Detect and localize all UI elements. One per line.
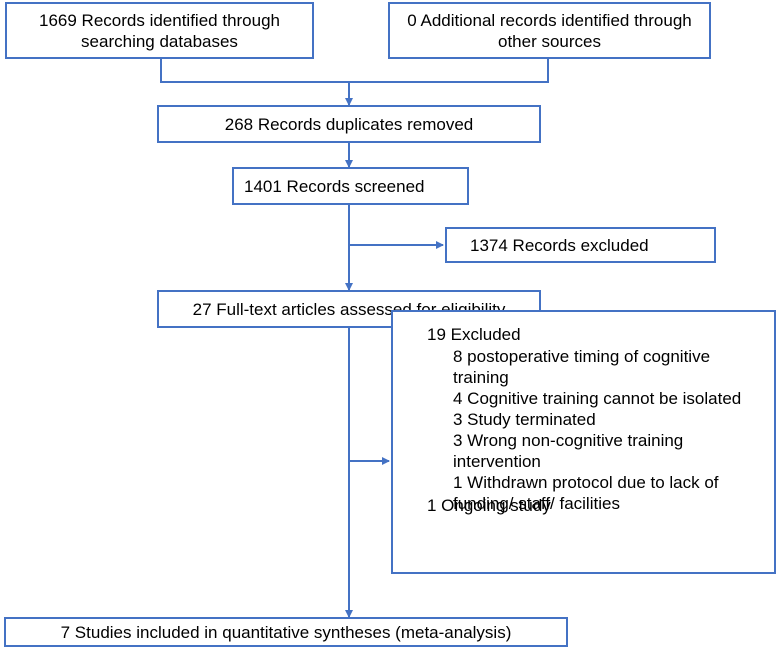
ongoing-study-text: 1 Ongoing study [427,496,551,515]
identified-other-line-1: 0 Additional records identified through [407,10,692,30]
duplicates-removed-text: 268 Records duplicates removed [224,114,474,134]
box-studies-included: 7 Studies included in quantitative synth… [4,617,568,647]
exclusion-reason: 8 postoperative timing of cognitive trai… [453,347,711,387]
records-excluded-text: 1374 Records excluded [470,235,649,255]
box-records-screened: 1401 Records screened [232,167,469,205]
exclusion-reason: 3 Study terminated [453,410,596,429]
exclusion-reason: 4 Cognitive training cannot be isolated [453,389,742,408]
box-identified-other-sources: 0 Additional records identified through … [388,2,711,59]
box-duplicates-removed: 268 Records duplicates removed [157,105,541,143]
box-records-excluded: 1374 Records excluded [445,227,716,263]
connector-merge [160,59,549,83]
identified-databases-line-2: searching databases [81,31,238,51]
records-screened-text: 1401 Records screened [244,176,425,196]
exclusion-reasons-list: 8 postoperative timing of cognitive trai… [427,346,767,514]
exclusion-reason: 1 Withdrawn protocol due to lack of fund… [453,473,719,513]
studies-included-text: 7 Studies included in quantitative synth… [60,622,512,642]
box-full-text-excluded: 19 Excluded 8 postoperative timing of co… [391,310,776,574]
excluded-count-title: 19 Excluded [427,325,521,344]
identified-other-line-2: other sources [498,31,601,51]
box-identified-databases: 1669 Records identified through searchin… [5,2,314,59]
exclusion-reason: 3 Wrong non-cognitive training intervent… [453,431,684,471]
identified-databases-line-1: 1669 Records identified through [39,10,280,30]
